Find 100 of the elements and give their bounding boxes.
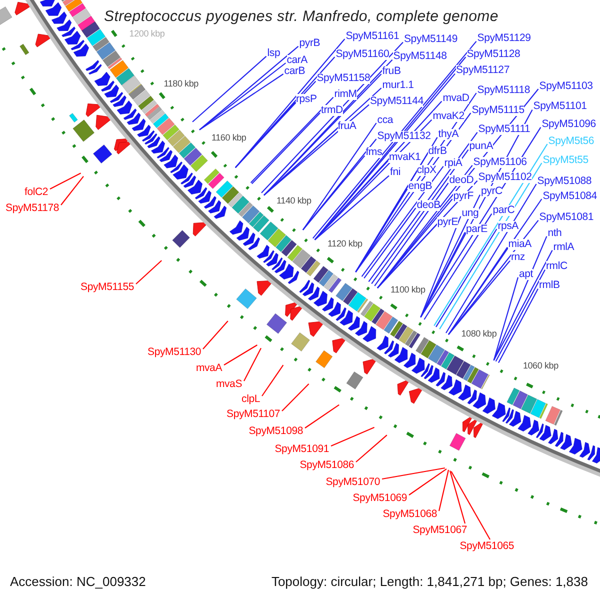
gene-label: SpyM51130 [148,346,201,358]
gene-label: SpyM51069 [352,492,407,504]
gene-label: SpyM51067 [412,524,467,536]
gene-label: rpsA [498,220,518,232]
accession-note: Accession: NC_009332 [10,574,146,590]
gene-label: pyrF [453,190,474,202]
gene-label: rmlA [553,242,574,253]
gene-label: cca [377,114,394,126]
leader-line [355,172,416,272]
gene-label: SpyM51161 [346,30,400,42]
gene-label: SpyM51096 [542,118,596,130]
leader-line [493,236,548,361]
gene-label: thyA [438,128,459,140]
scale-label: 1140 kbp [276,195,312,206]
gene-label: mvaA [196,362,222,374]
gene-label: parE [466,224,488,235]
leader-line [361,166,444,277]
gene-label: SpyM51160 [336,48,390,60]
gene-label: folC2 [24,186,48,198]
gene-label: lsp [267,48,280,59]
gene-label: pyrE [437,216,458,228]
leader-line [408,468,447,496]
gene-label: carA [286,54,308,66]
scale-label: 1180 kbp [164,78,198,90]
gene-label: SpyM51068 [382,508,437,520]
gene-label: apt [519,268,533,280]
gene-label: clpL [242,394,260,404]
leader-line [199,46,299,130]
leader-line [439,162,542,330]
leader-line [448,220,539,335]
leader-line [377,180,478,288]
gene-label: deoD [449,174,474,186]
gene-label: rmlC [546,261,568,272]
gene-label: SpyM51155 [80,282,134,292]
leader-line [199,62,286,130]
gene-label: rimM [334,88,357,100]
leader-line [448,198,542,335]
leader-line [224,344,258,366]
gene-label: mvaK2 [432,111,464,122]
leader-line [60,176,84,206]
leader-line [235,102,296,168]
gene-label: SpyM51101 [533,101,587,112]
leader-line [234,38,346,168]
scale-label: 1100 kbp [390,284,426,296]
gene-label: deoB [416,200,440,210]
leader-line [355,112,472,272]
leader-line [314,56,466,240]
genome-summary: Topology: circular; Length: 1,841,271 bp; Genes: 1,838 [271,574,588,590]
leader-line [304,404,340,428]
leader-line [136,260,162,284]
gene-label: trmD [321,104,343,116]
gene-label: SpyM51086 [300,460,354,470]
gene-label: mur1.1 [382,80,414,90]
leader-line [449,470,466,524]
gene-label: dfrB [428,146,447,156]
leader-line [282,384,310,412]
gene-label: SpyM51102 [478,172,532,184]
leader-line [262,364,284,396]
gene-label: SpyM51158 [316,72,370,84]
gene-label: pyrC [481,186,502,198]
leader-line [355,188,408,272]
leader-line [448,260,510,335]
gene-label: SpyM51070 [326,476,380,488]
gene-label: SpyM51103 [539,80,593,92]
leader-line [371,149,469,284]
gene-label: SpyM51111 [478,124,530,135]
gene-label: SpyM51128 [466,48,520,60]
leader-line [250,96,334,184]
gene-label: mvaS [216,378,242,390]
gene-label: SpyM51148 [393,51,447,62]
gene-label: parC [492,205,515,216]
leader-line [330,426,375,446]
leader-line [420,232,466,318]
scale-label: 1080 kbp [461,328,497,340]
leader-line [314,175,390,240]
gene-label: SpyM51132 [377,130,431,142]
leader-line [436,228,498,328]
leader-line [264,104,370,196]
scale-label: 1120 kbp [328,238,362,250]
leader-line [368,132,478,282]
gene-label: SpyM51091 [274,444,329,454]
leader-line [450,471,490,540]
gene-label: SpyM51144 [370,96,424,108]
gene-label: pyrB [299,38,320,49]
gene-label: SpyM51106 [473,156,527,168]
leader-line [498,288,538,364]
leader-line [261,42,404,194]
gene-label: rpiA [444,158,462,169]
gene-label: punA [469,141,494,152]
gene-label: fruB [382,66,401,76]
gene-label: nth [548,228,562,239]
leader-line [244,348,262,382]
gene-label: mvaK1 [389,152,421,164]
gene-label: SpyM51129 [477,32,531,44]
leader-line [192,56,267,122]
gene-label: miaA [508,238,532,250]
scale-label: 1060 kbp [522,360,558,372]
gene-label: SpyM51118 [477,84,530,96]
gene-label: SpyM51098 [248,426,303,436]
leader-line [495,269,546,362]
